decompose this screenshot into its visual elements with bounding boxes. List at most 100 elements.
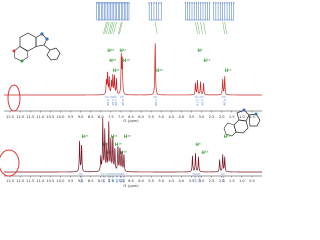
- integral-value: 2.00: [106, 99, 110, 106]
- integration-marker: [106, 2, 109, 4]
- peak-label: H²¹: [111, 134, 118, 139]
- integration-connectors-top: [103, 21, 227, 35]
- integral-value: 1.05: [111, 99, 115, 106]
- integration-marker: [123, 2, 126, 4]
- x-tick-label: 9.0: [78, 179, 84, 183]
- integral-value: 2.05: [121, 99, 125, 106]
- x-tick-label: 2.5: [209, 115, 215, 119]
- bond: [43, 44, 51, 51]
- integration-marker: [125, 2, 127, 4]
- integration-marker: [217, 2, 219, 4]
- integration-marker: [191, 2, 193, 4]
- x-tick-label: 1.0: [239, 179, 245, 183]
- x-tick-label: 10.5: [46, 115, 54, 119]
- integration-marker: [186, 2, 189, 4]
- integral-value: 1.00: [154, 99, 158, 106]
- peak-label: H¹⁹: [119, 48, 126, 53]
- cyclohexyl-ring: [46, 47, 61, 61]
- integral-value: 2.07: [193, 176, 197, 183]
- x-tick-label: 4.5: [168, 115, 174, 119]
- integration-marker: [215, 2, 217, 4]
- x-tick-label: 6.5: [128, 115, 134, 119]
- benzene-ring: [233, 119, 249, 134]
- integral-value: 1.00: [119, 176, 123, 183]
- x-tick-label: 2.5: [209, 179, 215, 183]
- peak-label: H¹⁵: [156, 68, 163, 73]
- peak-label: H¹¹: [224, 134, 231, 139]
- x-axis-title-bottom: f1 (ppm): [123, 184, 139, 188]
- x-tick-label: 3.5: [189, 115, 195, 119]
- nitrogen-atom: [254, 112, 258, 116]
- integration-marker: [126, 2, 129, 4]
- integration-marker: [195, 2, 198, 4]
- x-tick-label: 12.5: [6, 115, 14, 119]
- x-tick-label: 11.5: [26, 179, 34, 183]
- x-tick-label: 12.0: [16, 179, 25, 183]
- integration-marker: [226, 2, 228, 4]
- peak-label: H²⁴: [124, 134, 131, 139]
- integration-connector: [108, 21, 112, 35]
- integration-connector: [111, 21, 115, 35]
- imidazole-ring: [35, 33, 48, 47]
- integration-marker: [102, 2, 104, 4]
- integration-marker: [111, 2, 113, 4]
- integration-connector: [113, 21, 117, 35]
- integration-marker: [219, 2, 222, 4]
- x-tick-label: 4.0: [179, 115, 185, 119]
- oxygen-atom: [12, 49, 16, 53]
- integration-connector: [195, 21, 198, 35]
- integration-marker: [96, 2, 98, 4]
- integral-value: 1.02: [107, 176, 111, 183]
- integration-marker: [221, 2, 224, 4]
- peak-label: H¹⁹: [115, 142, 122, 147]
- x-axis-title-top: f1 (ppm): [123, 119, 139, 123]
- integration-marker: [233, 2, 235, 4]
- integral-value: 1.98: [115, 176, 119, 183]
- molecule-structure-bottom: [223, 108, 261, 137]
- integration-marker: [119, 2, 121, 4]
- x-tick-label: 0.5: [249, 179, 255, 183]
- x-tick-label: 7.0: [118, 115, 124, 119]
- integration-marker: [99, 2, 101, 4]
- integration-marker: [208, 2, 211, 4]
- nitrogen-atom: [45, 37, 49, 41]
- integration-marker: [230, 2, 233, 4]
- aryl-ring: [13, 46, 29, 62]
- integration-marker: [197, 2, 200, 4]
- peak-label: H¹⁸: [120, 150, 127, 155]
- x-tick-label: 2.0: [219, 179, 225, 183]
- x-tick-label: 0.5: [249, 115, 255, 119]
- x-tick-label: 12.5: [6, 179, 14, 183]
- cyclohexyl-ring: [223, 122, 237, 137]
- x-tick-label: 6.5: [128, 179, 134, 183]
- x-tick-label: 11.5: [26, 115, 34, 119]
- peak-label: H⁹: [197, 48, 202, 53]
- x-tick-label: 3.5: [189, 179, 195, 183]
- x-tick-label: 7.5: [108, 179, 114, 183]
- x-tick-label: 8.0: [98, 115, 104, 119]
- integral-value: 2.01: [111, 176, 115, 183]
- integration-marker: [160, 2, 162, 4]
- integral-value: 1.96: [122, 176, 126, 183]
- peak-label: H¹⁰: [204, 58, 211, 63]
- peak-label: H¹⁸: [123, 58, 130, 63]
- x-tick-label: 7.5: [108, 115, 114, 119]
- x-tick-label: 6.0: [138, 179, 144, 183]
- integral-value: 4.05: [222, 176, 226, 183]
- integration-connector: [154, 21, 158, 35]
- spectrum-trace-top: [4, 43, 262, 96]
- integration-marker: [103, 2, 106, 4]
- integration-marker: [114, 2, 116, 4]
- highlight-ellipse-top: [7, 84, 21, 112]
- integration-marker: [112, 2, 115, 4]
- integration-marker: [117, 2, 119, 4]
- integral-value: 1.04: [114, 99, 118, 106]
- x-tick-label: 5.0: [158, 115, 164, 119]
- x-tick-label: 12.0: [16, 115, 25, 119]
- integration-ladder-top: [96, 2, 235, 35]
- integration-marker: [193, 2, 195, 4]
